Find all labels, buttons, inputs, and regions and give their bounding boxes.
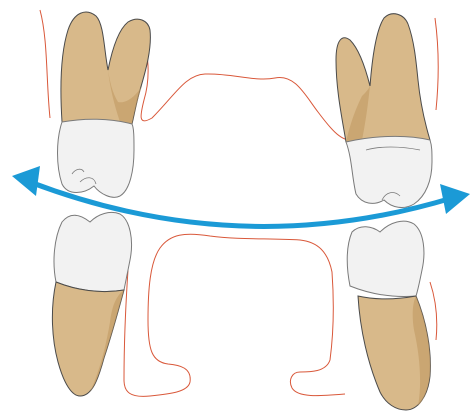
lower-left-root [52, 282, 124, 396]
upper-left-crown [58, 119, 135, 197]
lower-left-tooth [52, 212, 131, 396]
arrow-head-left [12, 166, 40, 196]
arrow-head-right [440, 184, 470, 214]
upper-right-root [336, 14, 430, 142]
lower-right-crown [347, 221, 424, 296]
lower-left-crown [54, 212, 132, 291]
lower-right-tooth [347, 221, 430, 410]
upper-left-tooth [58, 12, 151, 197]
upper-left-root [61, 12, 151, 124]
upper-right-molar [336, 14, 432, 208]
